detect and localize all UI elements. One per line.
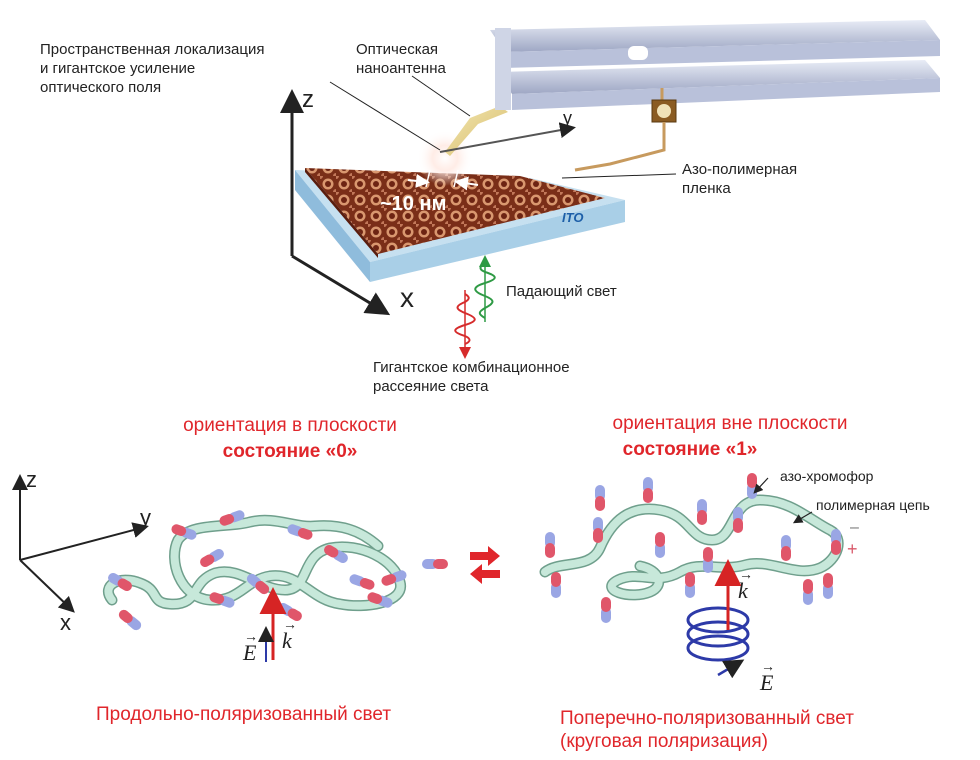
azo-polymer-film	[305, 168, 605, 258]
localization-pointer	[329, 81, 441, 151]
right-title: ориентация вне плоскости	[612, 413, 848, 434]
right-state: состояние «1»	[622, 439, 758, 460]
out-of-plane-chromophore	[593, 517, 603, 543]
plus-sign: +	[847, 539, 858, 559]
state-switch-arrows[interactable]	[470, 546, 500, 584]
label-film: Азо-полимерная пленка	[682, 161, 798, 197]
in-plane-chromophore	[171, 524, 197, 540]
chromophore-pointer	[753, 477, 769, 494]
out-of-plane-chromophore	[601, 597, 611, 623]
left-title: ориентация в плоскости	[183, 415, 397, 436]
out-of-plane-chromophore	[685, 572, 695, 598]
in-plane-chromophore	[118, 609, 142, 631]
left-axis-z: z	[26, 467, 37, 492]
out-of-plane-chromophore	[697, 499, 707, 525]
out-of-plane-chromophore	[545, 532, 555, 558]
in-plane-chromophore	[367, 592, 393, 608]
in-plane-chromophore	[200, 549, 224, 567]
out-of-plane-chromophore	[655, 532, 665, 558]
out-of-plane-chromophore	[595, 485, 605, 511]
measurement-circuit	[574, 88, 677, 172]
label-ito: ITO	[562, 210, 584, 225]
circular-polarization-helix	[686, 606, 750, 679]
left-vec-e: →E	[243, 630, 258, 665]
in-plane-chromophore	[219, 510, 245, 526]
right-caption: Поперечно-поляризованный свет (круговая …	[560, 708, 854, 752]
out-of-plane-chromophore	[551, 572, 561, 598]
left-state: состояние «0»	[222, 441, 358, 462]
raman-scattered-wave	[454, 290, 476, 359]
left-axes	[12, 474, 149, 613]
in-plane-chromophore	[349, 574, 375, 590]
polymer-chain-highlight	[104, 516, 405, 610]
label-polymer-chain: полимерная цепь	[816, 497, 930, 513]
film-pointer	[561, 173, 677, 179]
out-of-plane-chromophore	[781, 535, 791, 561]
top-axis-z: z	[302, 86, 314, 113]
in-plane-chromophore	[324, 545, 348, 563]
out-of-plane-chromophore	[831, 529, 841, 555]
right-vec-e: →E	[760, 660, 775, 695]
in-plane-chromophore	[209, 592, 235, 608]
in-plane-chromophores	[108, 510, 448, 631]
out-of-plane-chromophore	[747, 473, 757, 499]
antenna-pointer	[411, 75, 471, 117]
top-axis-y: y	[563, 108, 572, 128]
in-plane-chromophore	[108, 573, 132, 591]
out-of-plane-chromophore	[733, 507, 743, 533]
top-axis-x: x	[400, 282, 414, 313]
left-axis-x: x	[60, 610, 71, 635]
in-plane-chromophore	[287, 524, 313, 540]
optical-nanoantenna	[445, 106, 508, 156]
left-light-vectors	[258, 587, 287, 662]
out-of-plane-chromophore	[643, 477, 653, 503]
left-vec-k: →k	[282, 618, 297, 653]
minus-sign: –	[850, 519, 859, 536]
scale-markers	[407, 169, 479, 191]
in-plane-chromophore	[381, 570, 407, 586]
label-incident-light: Падающий свет	[506, 283, 617, 300]
cantilever-electrodes	[490, 20, 940, 110]
left-caption: Продольно-поляризованный свет	[96, 704, 392, 725]
out-of-plane-chromophore	[703, 547, 713, 573]
right-vec-k: →k	[738, 568, 753, 603]
out-of-plane-chromophores	[545, 473, 841, 623]
left-axis-y: y	[140, 505, 151, 530]
label-chromophore: азо-хромофор	[780, 468, 874, 484]
label-antenna: Оптическая наноантенна	[356, 41, 446, 77]
in-plane-chromophore	[422, 559, 448, 569]
label-raman: Гигантское комбинационное рассеяние свет…	[373, 359, 570, 395]
chain-pointer	[792, 511, 813, 524]
top-axes	[280, 89, 576, 316]
label-localization: Пространственная локализация и гигантско…	[40, 41, 265, 96]
incident-light-wave	[474, 255, 496, 322]
out-of-plane-chromophore	[803, 579, 813, 605]
label-scale: ~10 нм	[380, 193, 447, 215]
out-of-plane-chromophore	[823, 573, 833, 599]
